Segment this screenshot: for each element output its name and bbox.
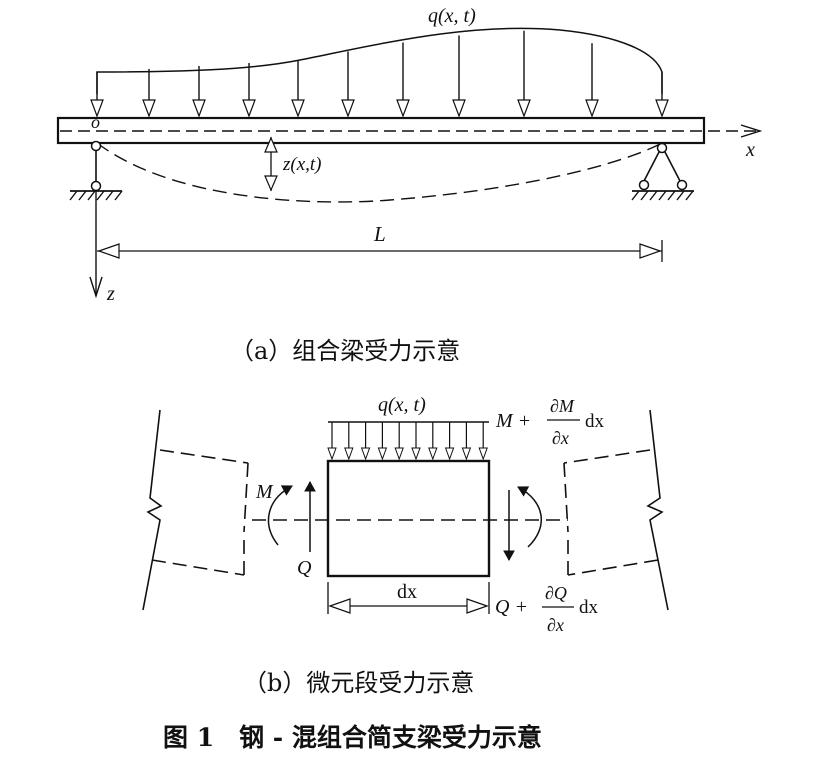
- load-arrow-11: [655, 72, 669, 118]
- beam: [56, 116, 706, 145]
- beam-element: [326, 459, 491, 578]
- svg-text:∂Q: ∂Q: [545, 583, 567, 603]
- right-shear-label: Q + ∂Q ∂x dx: [495, 583, 599, 635]
- element-load-arrow-10: [478, 422, 488, 461]
- load-arrow-2: [142, 68, 156, 118]
- load-arrow-6: [341, 51, 355, 118]
- load-arrow-7: [396, 42, 410, 118]
- load-arrow-10: [585, 43, 599, 118]
- svg-text:M +: M +: [495, 410, 531, 432]
- element-width-label: dx: [397, 581, 417, 603]
- deflection-label: z(x,t): [282, 154, 322, 175]
- svg-text:∂x: ∂x: [552, 428, 569, 448]
- z-axis-label: z: [106, 283, 115, 305]
- panel-a: q(x, t) x o z(x,t): [56, 5, 760, 365]
- panel-a-caption: （a）组合梁受力示意: [230, 337, 460, 365]
- right-moment-label: M + ∂M ∂x dx: [495, 396, 605, 448]
- x-axis-label: x: [745, 139, 755, 161]
- element-load-arrow-9: [461, 422, 472, 461]
- length-dimension: [97, 240, 663, 262]
- element-load-arrow-7: [428, 422, 438, 461]
- right-broken-beam: [563, 409, 669, 611]
- element-load-arrow-4: [377, 422, 388, 461]
- distributed-load-arrows: [90, 30, 669, 118]
- right-roller-support: [631, 142, 694, 201]
- right-moment-arrow: [517, 486, 542, 548]
- svg-text:dx: dx: [585, 411, 605, 432]
- origin-label: o: [91, 112, 100, 132]
- svg-text:Q +: Q +: [495, 596, 528, 618]
- figure-caption: 图 1 钢 - 混组合简支梁受力示意: [163, 723, 542, 752]
- element-load-arrow-8: [444, 422, 455, 461]
- left-broken-beam: [142, 409, 249, 611]
- left-moment-label: M: [255, 481, 274, 503]
- load-arrow-8: [452, 35, 466, 118]
- load-arrow-9: [517, 30, 531, 118]
- element-load-arrow-2: [344, 422, 354, 461]
- deflection-dimension: [264, 136, 278, 192]
- deflection-curve: [96, 142, 663, 203]
- left-shear-label: Q: [297, 557, 312, 579]
- load-envelope-curve: [96, 27, 663, 94]
- load-arrow-3: [192, 65, 206, 118]
- load-arrow-5: [291, 60, 305, 118]
- load-arrow-4: [242, 63, 256, 118]
- element-width-dimension: [327, 582, 490, 614]
- left-moment-arrow: [267, 485, 293, 546]
- element-load-arrow-5: [394, 422, 404, 461]
- panel-b-caption: （b）微元段受力示意: [243, 669, 474, 697]
- element-load-arrow-6: [411, 422, 421, 461]
- element-load-arrow-1: [327, 422, 337, 461]
- element-load-arrow-3: [360, 422, 371, 461]
- element-load-label: q(x, t): [378, 394, 426, 416]
- panel-b: q(x, t) M Q M + ∂M: [142, 394, 669, 697]
- element-load-arrows: [327, 422, 488, 461]
- length-label: L: [373, 222, 386, 246]
- load-arrow-1: [90, 72, 104, 118]
- svg-text:∂x: ∂x: [547, 615, 564, 635]
- load-label: q(x, t): [428, 5, 476, 27]
- svg-text:∂M: ∂M: [550, 396, 575, 416]
- svg-text:dx: dx: [579, 597, 599, 618]
